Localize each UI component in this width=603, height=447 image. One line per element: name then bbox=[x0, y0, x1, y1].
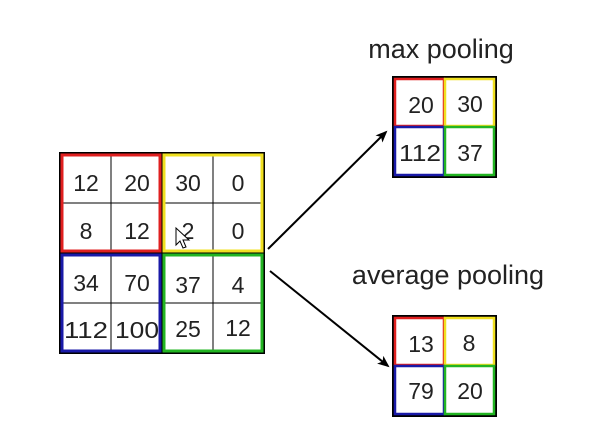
quadrant-top-left-frame bbox=[60, 153, 162, 253]
average-pooling-cell: 13 bbox=[408, 331, 434, 357]
avg-cell-bottom-right-frame bbox=[443, 364, 496, 416]
max-pooling-matrix: 20 30 112 37 bbox=[392, 76, 497, 178]
max-pooling-cell: 30 bbox=[457, 91, 483, 117]
input-cell: 4 bbox=[232, 272, 245, 298]
quadrant-top-right-frame bbox=[162, 153, 264, 253]
input-cell: 112 bbox=[64, 317, 108, 343]
input-cell: 25 bbox=[175, 316, 201, 342]
average-pooling-matrix: 13 8 79 20 bbox=[392, 315, 497, 417]
input-cell: 30 bbox=[175, 170, 201, 196]
max-pooling-cell: 37 bbox=[457, 140, 483, 166]
mouse-pointer-icon bbox=[175, 226, 191, 249]
arrow-to-max-pooling bbox=[267, 130, 388, 250]
input-cell: 12 bbox=[124, 218, 150, 244]
input-cell: 12 bbox=[73, 170, 99, 196]
input-cell: 0 bbox=[232, 170, 245, 196]
input-matrix: 12 20 30 0 8 12 2 0 34 70 37 4 112 100 2… bbox=[59, 152, 265, 354]
average-pooling-cell: 79 bbox=[408, 378, 434, 404]
max-cell-bottom-right-frame bbox=[443, 125, 496, 177]
input-cell: 12 bbox=[225, 315, 251, 341]
max-pooling-cell: 112 bbox=[399, 140, 441, 166]
input-cell: 100 bbox=[115, 317, 159, 343]
quadrant-bottom-left-frame bbox=[60, 253, 162, 353]
input-cell: 34 bbox=[73, 270, 99, 296]
input-cell: 20 bbox=[124, 170, 150, 196]
input-cell: 70 bbox=[124, 270, 150, 296]
quadrant-bottom-right-frame bbox=[162, 253, 264, 353]
input-cell: 37 bbox=[175, 272, 201, 298]
max-pooling-label: max pooling bbox=[368, 34, 514, 64]
input-cell: 8 bbox=[80, 218, 93, 244]
average-pooling-cell: 8 bbox=[463, 330, 476, 356]
average-pooling-label: average pooling bbox=[352, 260, 544, 290]
input-cell: 0 bbox=[232, 218, 245, 244]
average-pooling-cell: 20 bbox=[457, 378, 483, 404]
arrow-to-average-pooling bbox=[269, 270, 390, 368]
max-pooling-cell: 20 bbox=[408, 92, 434, 118]
